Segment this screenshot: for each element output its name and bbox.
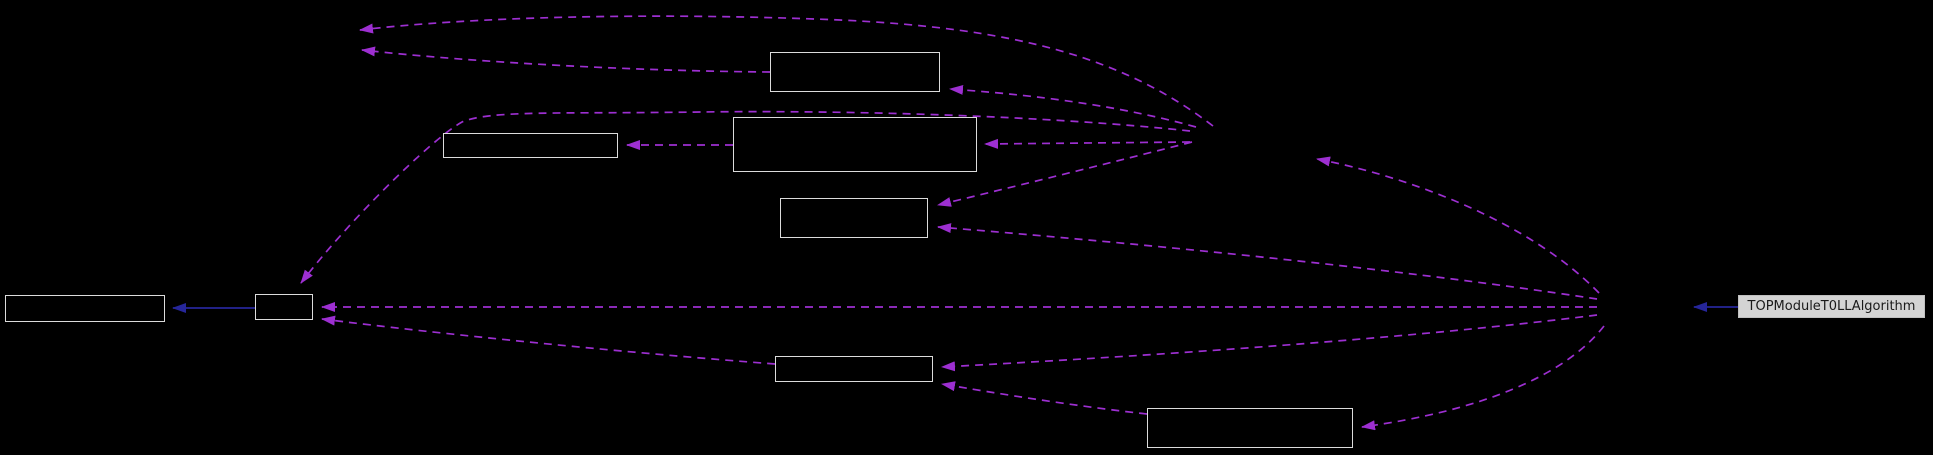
edge-hidden-mid-to-row2-main <box>984 138 1191 149</box>
edge-bottom-to-lower-middle <box>941 381 1148 415</box>
edge-hidden-right-to-hidden-mid <box>1316 156 1600 294</box>
edge-hidden-mid-to-row3 <box>937 141 1193 207</box>
node-left-hub[interactable] <box>255 294 313 320</box>
node-row2-main[interactable] <box>733 117 977 172</box>
edge-hidden-right-to-bottom <box>1361 325 1605 431</box>
edge-hidden-right-to-lower-middle <box>941 314 1598 372</box>
node-top[interactable] <box>770 52 940 92</box>
node-far-left[interactable] <box>5 295 165 322</box>
edge-hidden-mid-top-arc <box>359 15 1214 127</box>
node-row2-left[interactable] <box>443 133 618 158</box>
node-bottom[interactable] <box>1147 408 1353 448</box>
edge-hidden-mid-to-top <box>949 84 1197 128</box>
edge-lower-middle-to-left-hub <box>321 315 776 365</box>
edge-hidden-mid-to-left-hub <box>300 110 1191 284</box>
node-row3[interactable] <box>780 198 928 238</box>
node-topmodule-t0ll-algorithm[interactable]: TOPModuleT0LLAlgorithm <box>1738 295 1925 318</box>
node-lower-middle[interactable] <box>775 356 933 382</box>
